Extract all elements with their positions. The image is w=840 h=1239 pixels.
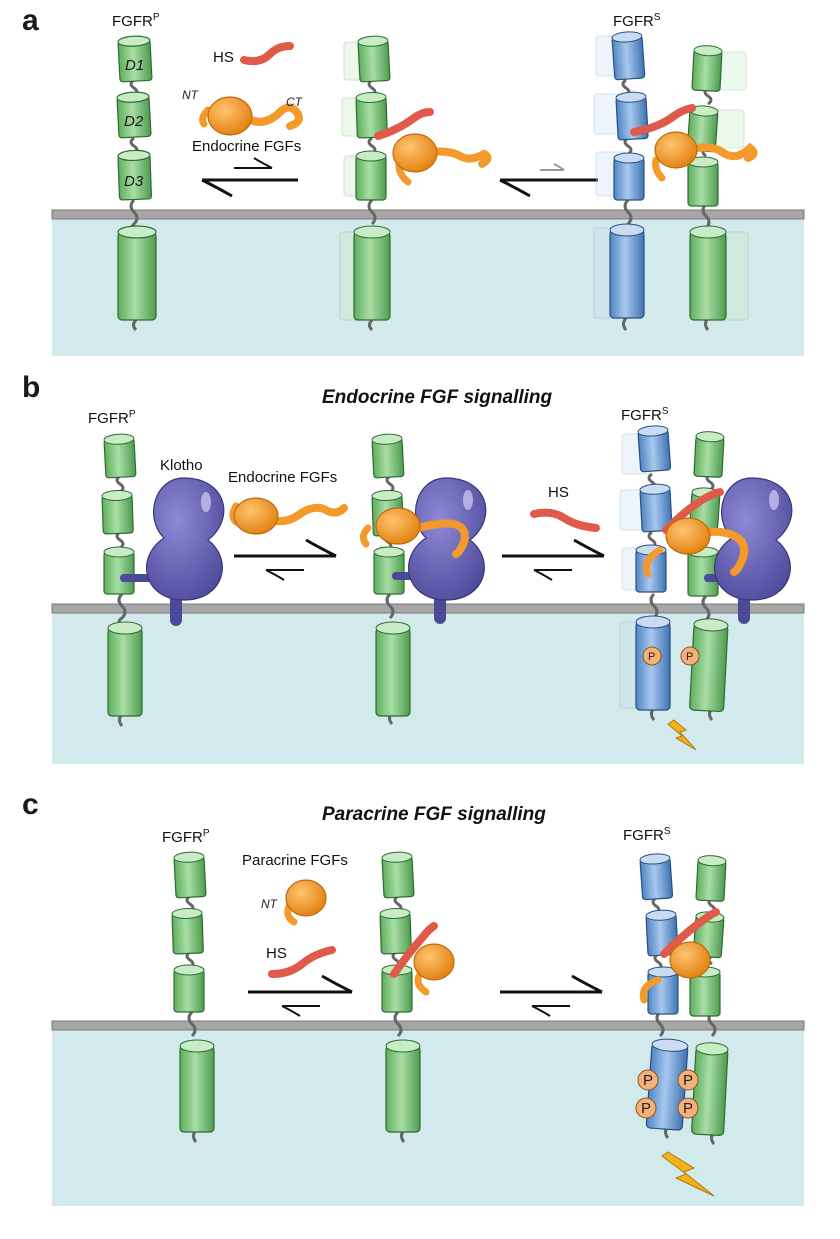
phosphate-label: P (683, 1072, 693, 1089)
fgfr-s-label: FGFRS (613, 12, 661, 30)
phosphate-label: P (683, 1100, 693, 1117)
nt-label: NT (261, 897, 279, 911)
fgfr-p-label: FGFRP (162, 828, 210, 846)
lightning-icon (667, 719, 697, 751)
equilibrium-arrow-2 (502, 538, 605, 581)
nt-label: NT (182, 88, 200, 102)
phosphate-badge (637, 1069, 659, 1091)
panel-c: c Paracrine FGF signalling FGFRP Paracri… (22, 788, 805, 1206)
panel-letter: b (22, 371, 40, 404)
phosphate-badge (680, 646, 700, 666)
cytoplasm (52, 218, 804, 356)
phosphate-badge (677, 1097, 699, 1119)
hs-chain (268, 946, 336, 978)
cell-membrane (51, 603, 805, 614)
klotho-coreceptor (120, 477, 225, 626)
hs-label: HS (213, 49, 234, 66)
hs-label: HS (548, 484, 569, 501)
fgfr-s-label: FGFRS (621, 406, 669, 424)
equilibrium-arrow (201, 157, 298, 198)
endocrine-fgf-ligand (229, 497, 348, 535)
equilibrium-arrow (248, 974, 353, 1017)
lightning-icon (661, 1151, 715, 1197)
phosphate-badge (642, 646, 662, 666)
cell-membrane (51, 209, 805, 220)
cell-membrane (51, 1020, 805, 1031)
klotho-label: Klotho (160, 457, 203, 474)
paracrine-fgfs-label: Paracrine FGFs (242, 852, 348, 869)
phosphate-badge (677, 1069, 699, 1091)
hs-chain (240, 42, 294, 66)
panel-title: Paracrine FGF signalling (322, 804, 546, 825)
fgfr-primary-receptor: D1 D2 D3 (116, 35, 157, 332)
domain-label-d3: D3 (124, 173, 144, 190)
equilibrium-arrow (234, 538, 337, 581)
equilibrium-arrow-2 (500, 974, 603, 1017)
phosphate-label: P (686, 651, 693, 663)
fgfr-primary-receptor (101, 433, 143, 727)
hs-label: HS (266, 945, 287, 962)
phosphate-label: P (648, 651, 655, 663)
fgfr-signalling-dimer (593, 31, 758, 331)
panel-a: a D1 D2 D3 FGFRP HS NT CT Endocrine FGFs (22, 4, 805, 356)
endocrine-fgfs-label: Endocrine FGFs (228, 469, 337, 486)
hs-chain (530, 508, 600, 532)
panel-letter: c (22, 788, 39, 821)
fgfr-primary-receptor (171, 851, 215, 1143)
fgfr-hs-fgf-complex (379, 851, 455, 1143)
fgfr-p-label: FGFRP (112, 12, 160, 30)
fgfr-signalling-complex: P P (619, 425, 793, 751)
fgfr-signalling-dimer: P P P P (635, 853, 729, 1197)
endocrine-fgfs-label: Endocrine FGFs (192, 138, 301, 155)
fgfr-s-label: FGFRS (623, 826, 671, 844)
fgfr-p-label: FGFRP (88, 409, 136, 427)
panel-b: b Endocrine FGF signalling FGFRP Klotho … (22, 371, 805, 764)
endocrine-fgf-ligand (199, 96, 303, 136)
panel-title: Endocrine FGF signalling (322, 387, 553, 408)
equilibrium-arrow-2 (499, 163, 598, 198)
phosphate-label: P (641, 1100, 651, 1117)
fgfr-hs-fgf-intermediate (339, 35, 492, 332)
domain-label-d2: D2 (124, 113, 144, 130)
paracrine-fgf-ligand (284, 879, 327, 926)
phosphate-badge (635, 1097, 657, 1119)
phosphate-label: P (643, 1072, 653, 1089)
ct-label: CT (286, 95, 304, 109)
domain-label-d1: D1 (125, 57, 144, 74)
fgfr-klotho-fgf-complex (359, 433, 487, 725)
panel-letter: a (22, 4, 39, 37)
